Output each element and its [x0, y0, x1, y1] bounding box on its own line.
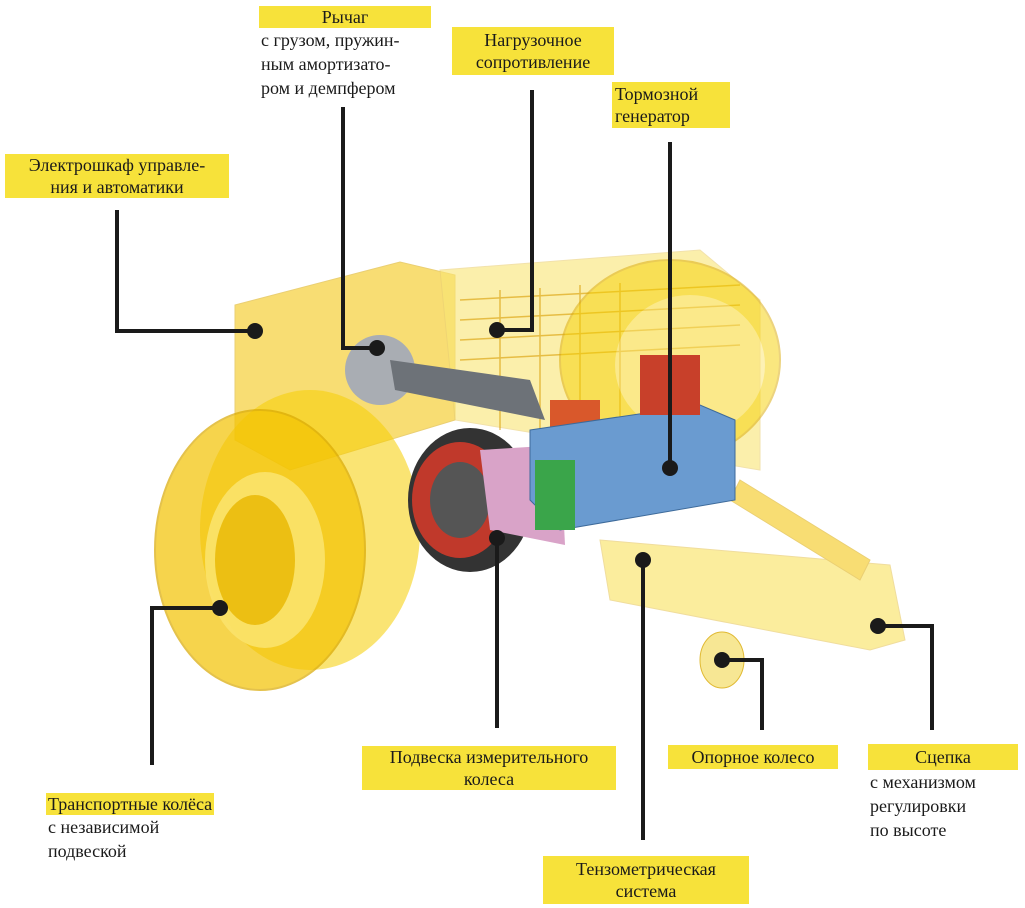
label-title: Тормозной генератор — [612, 82, 730, 128]
leader-load-resistance — [497, 90, 534, 332]
leader-control-cabinet — [115, 210, 255, 333]
label-title: Подвеска измерительного колеса — [362, 746, 616, 790]
label-lever: Рычаг с грузом, пружин- ным амортизато- … — [259, 6, 431, 100]
label-line: колеса — [463, 769, 515, 789]
label-line: Нагрузочное — [484, 30, 582, 50]
label-line: ния и автоматики — [50, 177, 184, 197]
label-title: Нагрузочное сопротивление — [452, 27, 614, 75]
label-line: Тензометрическая — [576, 859, 716, 879]
leader-dots — [212, 322, 886, 668]
label-lever-sub: с грузом, пружин- — [261, 30, 400, 50]
label-title: Транспортные колёса — [46, 793, 215, 815]
label-support-wheel: Опорное колесо — [668, 745, 838, 769]
label-sub: регулировки — [870, 796, 967, 816]
label-line: сопротивление — [475, 52, 591, 72]
label-lever-sub: ром и демпфером — [261, 78, 396, 98]
label-title: Сцепка — [868, 744, 1018, 770]
label-line: система — [615, 881, 677, 901]
leader-lever — [341, 107, 377, 350]
label-sub: по высоте — [870, 820, 947, 840]
label-sub: подвеской — [48, 841, 127, 861]
leader-lines — [115, 90, 934, 840]
label-sub: с независимой — [48, 817, 160, 837]
label-line: Подвеска измерительного — [389, 747, 589, 767]
label-title: Электрошкаф управле- ния и автоматики — [5, 154, 229, 198]
leader-transport-wheels — [150, 606, 220, 765]
label-line: Тормозной — [615, 84, 699, 104]
label-control-cabinet: Электрошкаф управле- ния и автоматики — [5, 154, 229, 198]
label-line: генератор — [615, 106, 690, 126]
label-title: Опорное колесо — [668, 745, 838, 769]
label-lever-sub: ным амортизато- — [261, 54, 391, 74]
transport-wheel — [154, 390, 420, 691]
label-load-resistance: Нагрузочное сопротивление — [452, 27, 614, 75]
label-strain-gauge-system: Тензометрическая система — [543, 856, 749, 904]
leader-support-wheel — [722, 658, 764, 730]
label-sub: с механизмом — [870, 772, 976, 792]
label-brake-generator: Тормозной генератор — [612, 82, 730, 128]
label-hitch: Сцепка с механизмом регулировки по высот… — [868, 744, 1018, 842]
label-line: Электрошкаф управле- — [28, 155, 206, 175]
lever — [345, 335, 600, 545]
label-lever-title: Рычаг — [259, 6, 431, 28]
label-title: Тензометрическая система — [543, 856, 749, 904]
leader-hitch — [878, 624, 934, 730]
label-measuring-wheel-suspension: Подвеска измерительного колеса — [362, 746, 616, 790]
label-transport-wheels: Транспортные колёса с независимой подвес… — [46, 793, 215, 863]
